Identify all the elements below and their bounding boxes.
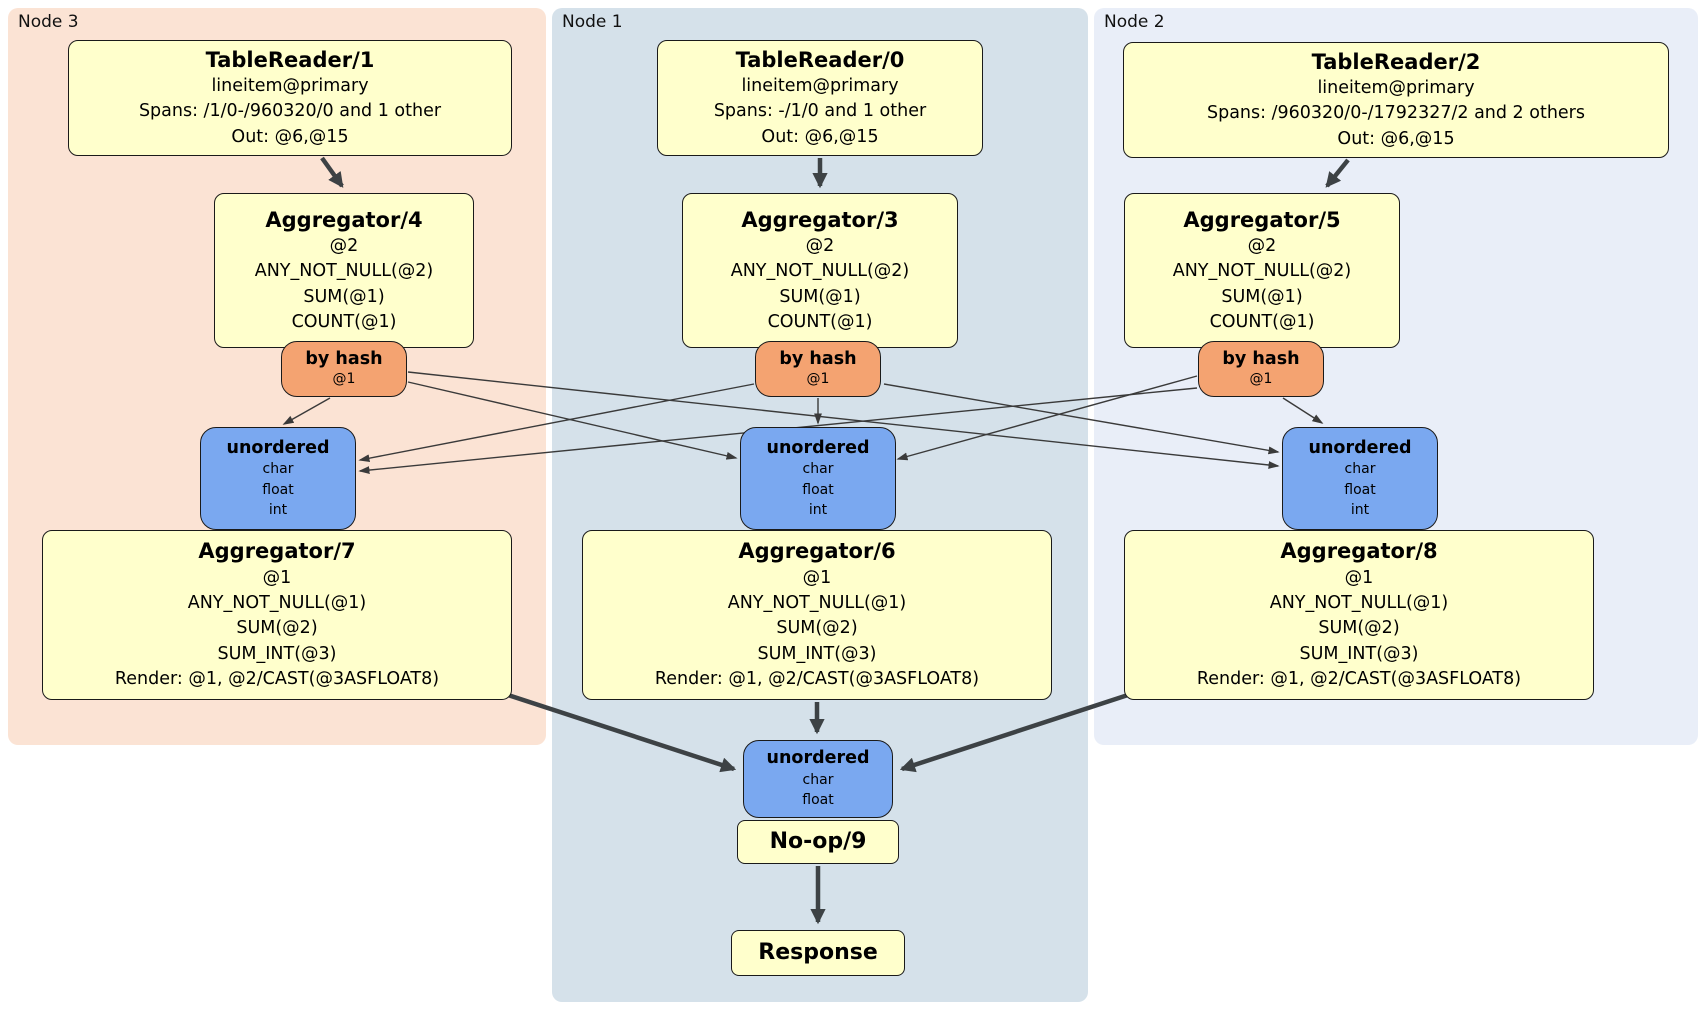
tablereader0-spans: Spans: -/1/0 and 1 other <box>713 101 927 122</box>
unordered-sync-node3-stream2: float <box>262 481 294 498</box>
node2-region-label: Node 2 <box>1104 12 1165 32</box>
aggregator5-box: Aggregator/5 @2 ANY_NOT_NULL(@2) SUM(@1)… <box>1124 193 1400 348</box>
aggregator4-title: Aggregator/4 <box>265 207 423 232</box>
noop9-title: No-op/9 <box>769 829 867 855</box>
aggregator7-render: Render: @1, @2/CAST(@3ASFLOAT8) <box>114 669 440 690</box>
hash-router-node2-label: by hash <box>1222 349 1300 370</box>
unordered-sync-node2-label: unordered <box>1308 437 1412 458</box>
unordered-sync-node2-stream1: char <box>1344 461 1376 478</box>
aggregator6-box: Aggregator/6 @1 ANY_NOT_NULL(@1) SUM(@2)… <box>582 530 1052 700</box>
unordered-sync-node1-stream1: char <box>802 461 834 478</box>
unordered-sync-node1-stream2: float <box>802 481 834 498</box>
unordered-sync-node3: unordered char float int <box>200 427 356 530</box>
tablereader2-box: TableReader/2 lineitem@primary Spans: /9… <box>1123 42 1669 158</box>
aggregator3-fn2: SUM(@1) <box>779 286 861 307</box>
tablereader2-title: TableReader/2 <box>1311 49 1481 74</box>
aggregator5-title: Aggregator/5 <box>1183 207 1341 232</box>
tablereader1-out: Out: @6,@15 <box>231 126 349 147</box>
aggregator4-box: Aggregator/4 @2 ANY_NOT_NULL(@2) SUM(@1)… <box>214 193 474 348</box>
tablereader0-out: Out: @6,@15 <box>761 126 879 147</box>
hash-router-node1: by hash @1 <box>755 341 881 397</box>
aggregator6-title: Aggregator/6 <box>738 539 896 564</box>
unordered-sync-final-stream1: char <box>802 772 834 789</box>
tablereader0-box: TableReader/0 lineitem@primary Spans: -/… <box>657 40 983 156</box>
aggregator7-title: Aggregator/7 <box>198 539 356 564</box>
noop9-box: No-op/9 <box>737 820 899 864</box>
aggregator4-fn1: ANY_NOT_NULL(@2) <box>254 261 434 282</box>
hash-router-node2-columns: @1 <box>1249 371 1273 388</box>
unordered-sync-final: unordered char float <box>743 740 893 818</box>
aggregator7-fn3: SUM_INT(@3) <box>217 643 337 664</box>
response-box: Response <box>731 930 905 976</box>
aggregator5-fn3: COUNT(@1) <box>1209 312 1315 333</box>
aggregator8-title: Aggregator/8 <box>1280 539 1438 564</box>
aggregator4-fn2: SUM(@1) <box>303 286 385 307</box>
aggregator5-fn2: SUM(@1) <box>1221 286 1303 307</box>
hash-router-node1-label: by hash <box>779 349 857 370</box>
unordered-sync-node2-stream2: float <box>1344 481 1376 498</box>
hash-router-node3-columns: @1 <box>332 371 356 388</box>
unordered-sync-final-label: unordered <box>766 748 870 769</box>
aggregator3-title: Aggregator/3 <box>741 207 899 232</box>
unordered-sync-node1-label: unordered <box>766 437 870 458</box>
aggregator8-box: Aggregator/8 @1 ANY_NOT_NULL(@1) SUM(@2)… <box>1124 530 1594 700</box>
unordered-sync-node3-stream1: char <box>262 461 294 478</box>
hash-router-node3-label: by hash <box>305 349 383 370</box>
tablereader1-spans: Spans: /1/0-/960320/0 and 1 other <box>138 101 442 122</box>
aggregator6-fn2: SUM(@2) <box>776 618 858 639</box>
response-title: Response <box>758 940 878 966</box>
aggregator6-render: Render: @1, @2/CAST(@3ASFLOAT8) <box>654 669 980 690</box>
tablereader0-index: lineitem@primary <box>741 76 899 97</box>
hash-router-node1-columns: @1 <box>806 371 830 388</box>
tablereader2-index: lineitem@primary <box>1317 78 1475 99</box>
aggregator8-fn3: SUM_INT(@3) <box>1299 643 1419 664</box>
aggregator5-fn1: ANY_NOT_NULL(@2) <box>1172 261 1352 282</box>
aggregator3-groupcols: @2 <box>805 235 835 256</box>
aggregator8-render: Render: @1, @2/CAST(@3ASFLOAT8) <box>1196 669 1522 690</box>
unordered-sync-final-stream2: float <box>802 792 834 809</box>
aggregator6-fn1: ANY_NOT_NULL(@1) <box>727 593 907 614</box>
aggregator8-fn2: SUM(@2) <box>1318 618 1400 639</box>
tablereader2-spans: Spans: /960320/0-/1792327/2 and 2 others <box>1206 103 1585 124</box>
node1-region-label: Node 1 <box>562 12 623 32</box>
aggregator4-groupcols: @2 <box>329 235 359 256</box>
unordered-sync-node2: unordered char float int <box>1282 427 1438 530</box>
aggregator5-groupcols: @2 <box>1247 235 1277 256</box>
unordered-sync-node2-stream3: int <box>1350 502 1370 519</box>
unordered-sync-node3-label: unordered <box>226 437 330 458</box>
aggregator6-groupcols: @1 <box>802 567 832 588</box>
aggregator7-fn1: ANY_NOT_NULL(@1) <box>187 593 367 614</box>
aggregator6-fn3: SUM_INT(@3) <box>757 643 877 664</box>
aggregator7-groupcols: @1 <box>262 567 292 588</box>
aggregator7-fn2: SUM(@2) <box>236 618 318 639</box>
tablereader1-title: TableReader/1 <box>205 47 375 72</box>
aggregator8-fn1: ANY_NOT_NULL(@1) <box>1269 593 1449 614</box>
tablereader1-box: TableReader/1 lineitem@primary Spans: /1… <box>68 40 512 156</box>
tablereader2-out: Out: @6,@15 <box>1337 128 1455 149</box>
tablereader1-index: lineitem@primary <box>211 76 369 97</box>
aggregator3-fn1: ANY_NOT_NULL(@2) <box>730 261 910 282</box>
aggregator8-groupcols: @1 <box>1344 567 1374 588</box>
node3-region-label: Node 3 <box>18 12 79 32</box>
unordered-sync-node1-stream3: int <box>808 502 828 519</box>
aggregator3-box: Aggregator/3 @2 ANY_NOT_NULL(@2) SUM(@1)… <box>682 193 958 348</box>
tablereader0-title: TableReader/0 <box>735 47 905 72</box>
hash-router-node2: by hash @1 <box>1198 341 1324 397</box>
unordered-sync-node3-stream3: int <box>268 502 288 519</box>
hash-router-node3: by hash @1 <box>281 341 407 397</box>
unordered-sync-node1: unordered char float int <box>740 427 896 530</box>
aggregator7-box: Aggregator/7 @1 ANY_NOT_NULL(@1) SUM(@2)… <box>42 530 512 700</box>
aggregator4-fn3: COUNT(@1) <box>291 312 397 333</box>
aggregator3-fn3: COUNT(@1) <box>767 312 873 333</box>
